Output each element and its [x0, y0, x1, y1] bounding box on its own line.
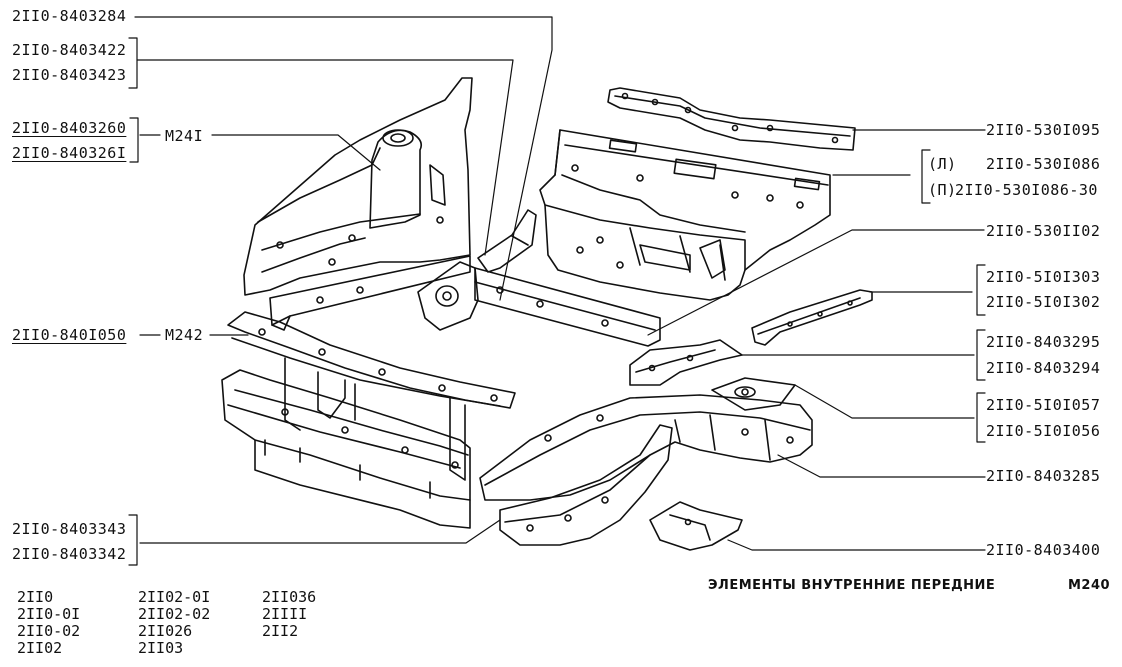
model-item: 2II026 [138, 622, 193, 640]
spar-bracket-drawing [629, 339, 743, 386]
label-part-8403284: 2II0-8403284 [12, 7, 127, 25]
label-part-5301102: 2II0-530II02 [986, 222, 1101, 240]
leader-lines [134, 16, 986, 551]
label-part-8403422: 2II0-8403422 [12, 41, 127, 59]
label-part-8403423: 2II0-8403423 [12, 66, 127, 84]
label-part-5101056: 2II0-5I0I056 [986, 422, 1101, 440]
label-subassembly-m241: М24I [165, 127, 204, 145]
label-part-8403343: 2II0-8403343 [12, 520, 127, 538]
model-item: 2II0 [17, 588, 54, 606]
label-part-5301095: 2II0-530I095 [986, 121, 1101, 139]
model-item: 2II036 [262, 588, 317, 606]
label-side-right: (П) [928, 181, 957, 199]
label-part-8403342: 2II0-8403342 [12, 545, 127, 563]
page-title: ЭЛЕМЕНТЫ ВНУТРЕННИЕ ПЕРЕДНИЕ [708, 578, 996, 593]
models-column-2: 2II02-0I 2II02-02 2II026 2II03 [138, 589, 210, 657]
model-item: 2II03 [138, 639, 184, 657]
models-column-1: 2II0 2II0-0I 2II0-02 2II02 [17, 589, 80, 657]
label-part-8403400: 2II0-8403400 [986, 541, 1101, 559]
label-subassembly-m242: М242 [165, 326, 204, 344]
upper-crossbar-drawing [474, 267, 661, 347]
model-item: 2II0-0I [17, 605, 81, 623]
label-brackets [128, 37, 986, 566]
model-item: 2II02-02 [138, 605, 211, 623]
label-part-5301086-30: 2II0-530I086-30 [955, 181, 1098, 199]
model-item: 2II02 [17, 639, 63, 657]
small-plate-drawing [649, 501, 743, 551]
label-part-8403294: 2II0-8403294 [986, 359, 1101, 377]
front-spar-drawing [479, 394, 813, 546]
label-side-left: (Л) [928, 155, 957, 173]
model-item: 2II02-0I [138, 588, 211, 606]
label-part-5101303: 2II0-5I0I303 [986, 268, 1101, 286]
label-part-5301086: 2II0-530I086 [986, 155, 1101, 173]
label-part-8403285: 2II0-8403285 [986, 467, 1101, 485]
label-part-8403261: 2II0-840326I [12, 144, 127, 162]
model-item: 2IIII [262, 605, 308, 623]
front-panel-assembly-drawing [221, 311, 516, 529]
model-item: 2II2 [262, 622, 299, 640]
model-item: 2II0-02 [17, 622, 81, 640]
front-mudguard-assembly-drawing [243, 77, 537, 331]
bracket-plate-drawing [711, 377, 796, 411]
label-part-8403295: 2II0-8403295 [986, 333, 1101, 351]
label-part-5101057: 2II0-5I0I057 [986, 396, 1101, 414]
label-part-5101302: 2II0-5I0I302 [986, 293, 1101, 311]
side-reinforcement-drawing [751, 289, 873, 346]
label-part-8403260: 2II0-8403260 [12, 119, 127, 137]
models-column-3: 2II036 2IIII 2II2 [262, 589, 316, 640]
page-code: М240 [1068, 578, 1111, 593]
rear-floor-panel-drawing [539, 129, 831, 301]
label-part-8401050: 2II0-840I050 [12, 326, 127, 344]
top-bracket-drawing [607, 87, 856, 151]
